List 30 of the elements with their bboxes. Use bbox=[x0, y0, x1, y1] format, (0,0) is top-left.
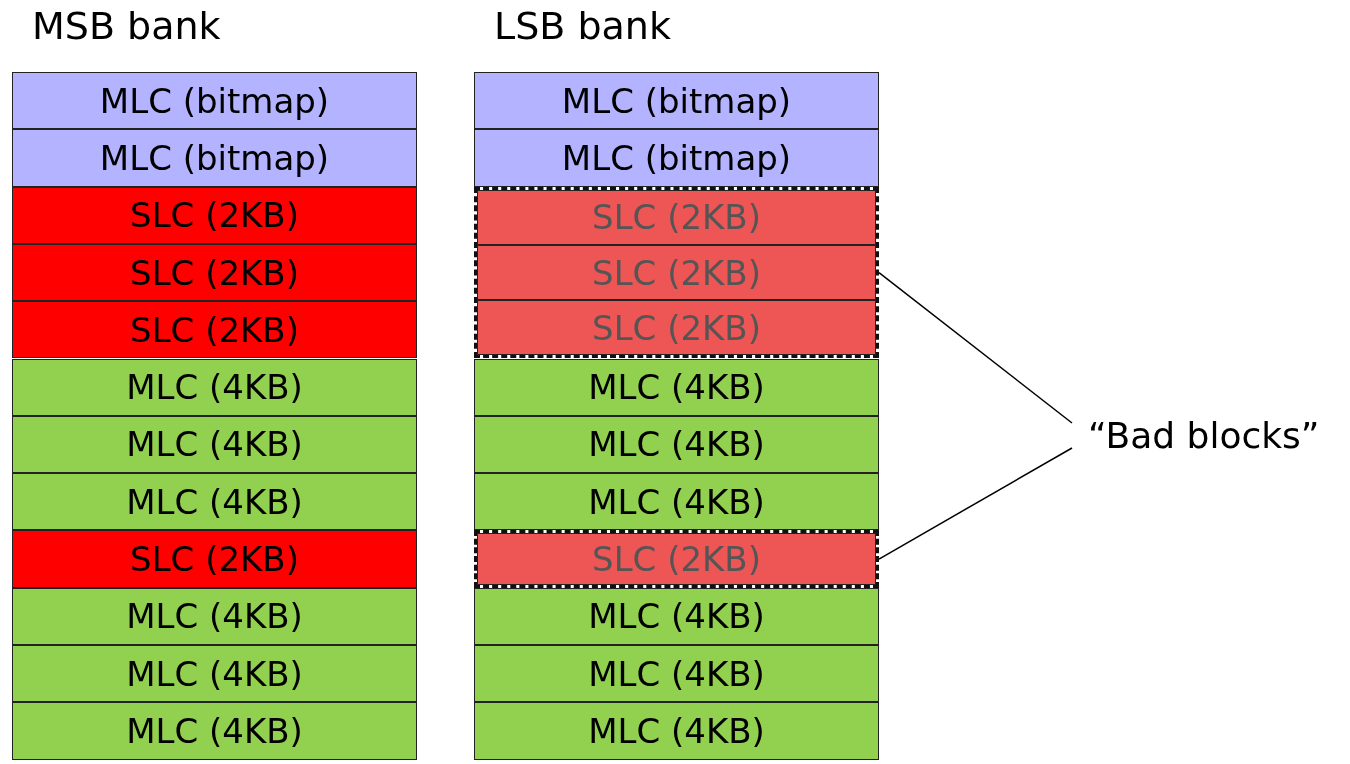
memory-block: MLC (4KB) bbox=[12, 358, 417, 416]
memory-block: SLC (2KB) bbox=[12, 301, 417, 359]
memory-block: MLC (4KB) bbox=[12, 645, 417, 703]
dashed-outline bbox=[474, 186, 879, 359]
memory-block: SLC (2KB) bbox=[477, 189, 876, 245]
memory-block: SLC (2KB) bbox=[477, 300, 876, 356]
bank-heading: MSB bank bbox=[32, 4, 221, 48]
memory-block: MLC (4KB) bbox=[474, 473, 879, 531]
memory-block: MLC (bitmap) bbox=[474, 72, 879, 130]
memory-block: MLC (bitmap) bbox=[474, 129, 879, 187]
leader-line bbox=[878, 271, 1073, 424]
memory-block: MLC (4KB) bbox=[12, 415, 417, 474]
memory-block: MLC (4KB) bbox=[474, 587, 879, 645]
callout-text: “Bad blocks” bbox=[1088, 415, 1320, 456]
memory-block: MLC (4KB) bbox=[474, 358, 879, 416]
memory-block: SLC (2KB) bbox=[477, 244, 876, 301]
memory-block: MLC (4KB) bbox=[474, 415, 879, 474]
bank-heading: LSB bank bbox=[494, 4, 671, 48]
memory-block: SLC (2KB) bbox=[12, 186, 417, 244]
memory-block: MLC (4KB) bbox=[12, 473, 417, 531]
memory-block: MLC (bitmap) bbox=[12, 72, 417, 130]
memory-block: SLC (2KB) bbox=[477, 533, 876, 585]
memory-block: SLC (2KB) bbox=[12, 530, 417, 588]
memory-block: MLC (4KB) bbox=[474, 702, 879, 760]
memory-block: MLC (4KB) bbox=[12, 587, 417, 645]
leader-line bbox=[878, 447, 1073, 560]
memory-block: MLC (4KB) bbox=[12, 702, 417, 760]
memory-block: MLC (bitmap) bbox=[12, 129, 417, 187]
memory-block: SLC (2KB) bbox=[12, 243, 417, 302]
memory-block: MLC (4KB) bbox=[474, 645, 879, 703]
